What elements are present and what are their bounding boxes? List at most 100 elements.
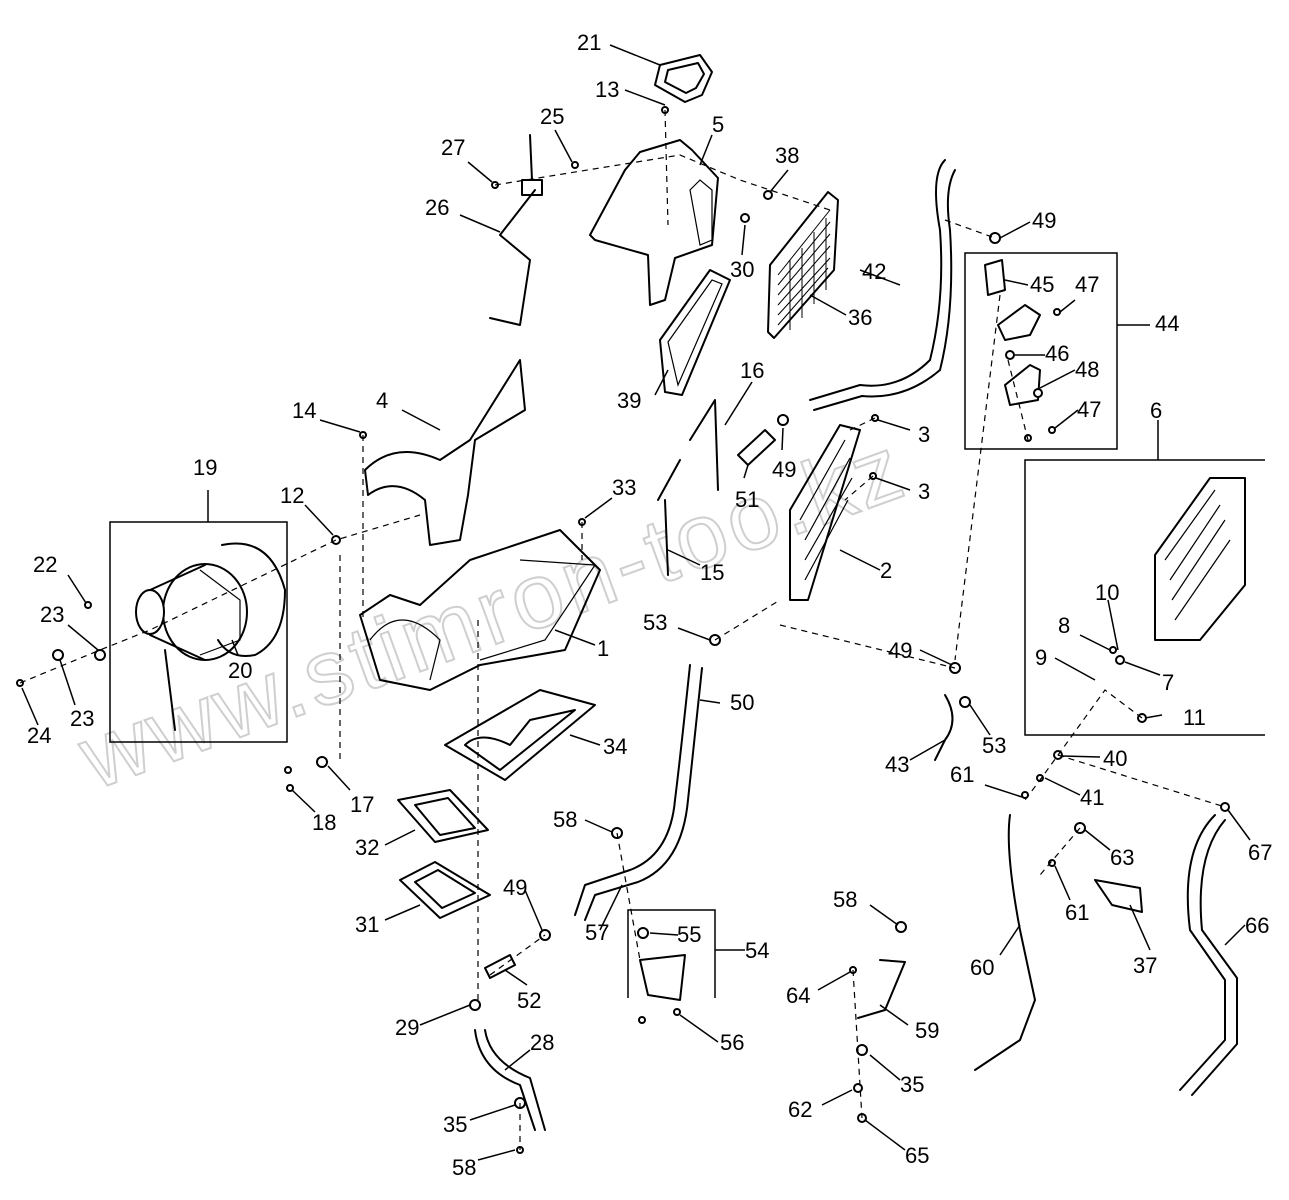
label-57: 57 (585, 920, 609, 945)
part-47-plate (997, 304, 1041, 341)
label-39: 39 (617, 388, 641, 413)
group-box-54-bracket (627, 909, 716, 998)
label-9: 9 (1035, 645, 1047, 670)
label-66: 66 (1245, 913, 1269, 938)
leader-lines (21, 44, 1251, 1161)
label-49-b: 49 (772, 457, 796, 482)
part-43-hose (934, 694, 954, 761)
label-3-a: 3 (918, 422, 930, 447)
label-18: 18 (312, 810, 336, 835)
label-63: 63 (1110, 845, 1134, 870)
part-60-pipe (974, 814, 1036, 1071)
label-50: 50 (730, 690, 754, 715)
part-15-tube (657, 459, 681, 576)
label-49-a: 49 (1032, 208, 1056, 233)
label-64: 64 (786, 983, 810, 1008)
label-54: 54 (745, 938, 769, 963)
part-59-bracket (857, 959, 906, 1019)
label-49-c: 49 (888, 638, 912, 663)
label-35-b: 35 (900, 1072, 924, 1097)
label-6: 6 (1150, 398, 1162, 423)
label-33: 33 (612, 475, 636, 500)
part-20-gasket (217, 542, 286, 657)
label-53-b: 53 (982, 733, 1006, 758)
label-31: 31 (355, 912, 379, 937)
part-36-grille (767, 191, 839, 339)
label-47-a: 47 (1075, 272, 1099, 297)
label-13: 13 (595, 77, 619, 102)
label-40: 40 (1103, 746, 1127, 771)
part-50-hose (574, 664, 691, 916)
label-52: 52 (517, 988, 541, 1013)
label-62: 62 (788, 1097, 812, 1122)
label-53-a: 53 (643, 610, 667, 635)
label-48: 48 (1075, 357, 1099, 382)
label-12: 12 (280, 483, 304, 508)
label-61-a: 61 (950, 762, 974, 787)
label-27: 27 (441, 135, 465, 160)
label-14: 14 (292, 398, 316, 423)
part-26-linkage (489, 189, 536, 326)
label-15: 15 (700, 560, 724, 585)
label-1: 1 (597, 636, 609, 661)
part-66-hose (1179, 814, 1226, 1091)
part-54-bracket (639, 954, 686, 1001)
label-7: 7 (1162, 670, 1174, 695)
label-17: 17 (350, 792, 374, 817)
group-box-19-blower (109, 521, 288, 743)
part-2-heater-core (789, 424, 861, 601)
label-23-a: 23 (40, 602, 64, 627)
part-37-cover (1094, 879, 1143, 913)
label-22: 22 (33, 552, 57, 577)
part-21-seal (654, 54, 713, 103)
label-4: 4 (376, 388, 388, 413)
label-34: 34 (603, 734, 627, 759)
label-56: 56 (720, 1030, 744, 1055)
label-51: 51 (735, 487, 759, 512)
group-box-44-valve (964, 252, 1118, 450)
label-36: 36 (848, 305, 872, 330)
part-48-bracket (1004, 364, 1041, 406)
label-16: 16 (740, 358, 764, 383)
label-21: 21 (577, 30, 601, 55)
label-32: 32 (355, 835, 379, 860)
label-35-a: 35 (443, 1112, 467, 1137)
label-42: 42 (862, 259, 886, 284)
label-46: 46 (1045, 341, 1069, 366)
part-34-gasket (444, 689, 596, 781)
part-32-seal (397, 789, 489, 843)
label-20: 20 (228, 658, 252, 683)
label-5: 5 (712, 112, 724, 137)
label-49-d: 49 (503, 875, 527, 900)
part-45-valve (984, 259, 1006, 296)
label-45: 45 (1030, 272, 1054, 297)
label-3-b: 3 (918, 479, 930, 504)
label-43: 43 (885, 752, 909, 777)
label-19: 19 (193, 455, 217, 480)
part-5-upper-housing (589, 139, 719, 306)
label-58-a: 58 (553, 807, 577, 832)
label-41: 41 (1080, 785, 1104, 810)
part-16-tube (689, 399, 719, 491)
label-47-b: 47 (1077, 397, 1101, 422)
assembly-lines (19, 109, 1226, 1150)
label-30: 30 (730, 257, 754, 282)
label-8: 8 (1058, 613, 1070, 638)
part-51-fitting (737, 429, 776, 466)
part-28-tube (474, 1029, 536, 1131)
label-44: 44 (1155, 311, 1179, 336)
part-4-blower-scroll (364, 359, 526, 546)
label-37: 37 (1133, 953, 1157, 978)
label-55: 55 (677, 922, 701, 947)
label-11: 11 (1183, 705, 1206, 730)
part-6-evaporator (1154, 477, 1246, 641)
small-fasteners (16, 106, 1230, 1154)
group-box-6-evaporator (1024, 459, 1265, 736)
part-25-actuator (521, 134, 543, 196)
label-67: 67 (1248, 840, 1272, 865)
label-58-b: 58 (833, 887, 857, 912)
label-65: 65 (905, 1143, 929, 1168)
label-59: 59 (915, 1018, 939, 1043)
part-31-seal (399, 861, 491, 919)
